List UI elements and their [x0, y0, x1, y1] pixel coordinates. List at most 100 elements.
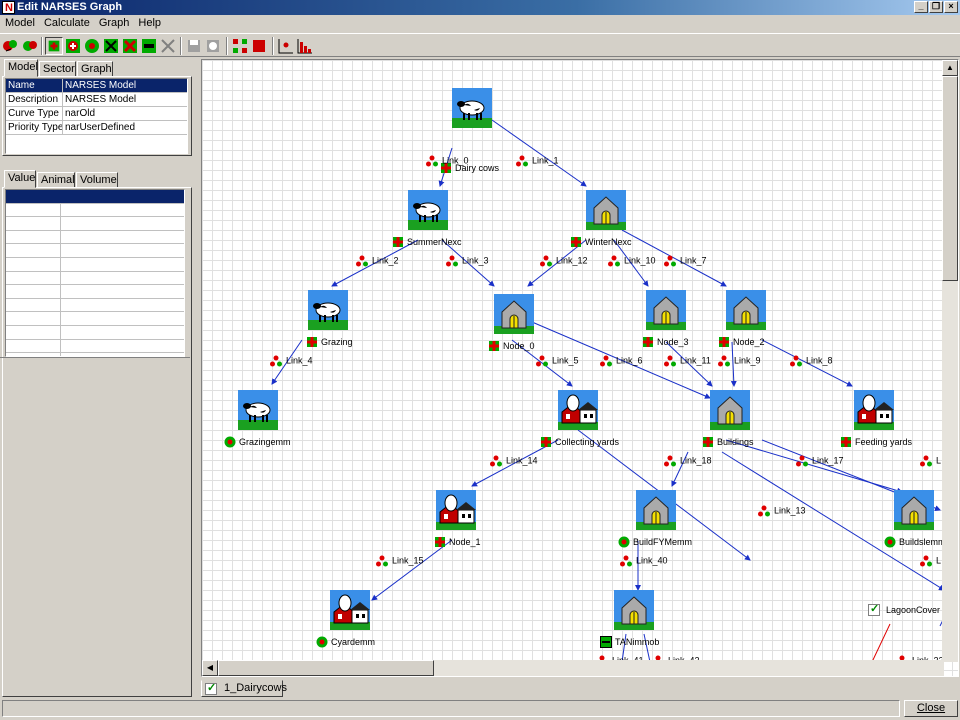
node-grazemm[interactable] [238, 390, 278, 430]
add-split-icon[interactable] [102, 37, 120, 55]
vertical-scrollbar[interactable]: ▲ [942, 60, 958, 662]
scroll-up-button[interactable]: ▲ [942, 60, 958, 76]
bar-chart-icon[interactable] [296, 37, 314, 55]
node-node3[interactable] [646, 290, 686, 330]
node-winter[interactable] [586, 190, 626, 230]
node-dairy[interactable] [452, 88, 492, 128]
property-value[interactable]: NARSES Model [62, 79, 136, 93]
node-grazing[interactable] [308, 290, 348, 330]
node-cyard[interactable] [330, 590, 370, 630]
table-row[interactable] [6, 326, 184, 340]
table-row[interactable] [6, 272, 184, 286]
value-grid[interactable] [5, 189, 185, 357]
node-collect[interactable] [558, 390, 598, 430]
link-item[interactable]: Link_11 [664, 355, 711, 367]
link-item[interactable]: Link_40 [620, 555, 668, 567]
scroll-left-button[interactable]: ◀ [202, 660, 218, 676]
node-node0[interactable] [494, 294, 534, 334]
link-item[interactable]: L [920, 455, 941, 467]
node-bfym[interactable] [636, 490, 676, 530]
tab-value[interactable]: Value [4, 170, 36, 188]
red-plus-icon[interactable] [488, 340, 500, 352]
link-item[interactable]: Link_10 [608, 255, 656, 267]
table-row[interactable] [6, 312, 184, 326]
link-item[interactable]: Link_17 [796, 455, 844, 467]
node-summer[interactable] [408, 190, 448, 230]
arrange-icon[interactable] [231, 37, 249, 55]
table-row[interactable] [6, 340, 184, 354]
close-window-button[interactable]: × [944, 1, 958, 13]
link-item[interactable]: Link_12 [540, 255, 588, 267]
menu-graph[interactable]: Graph [98, 17, 130, 29]
chart-point-icon[interactable] [277, 37, 295, 55]
red-plus-icon[interactable] [570, 236, 582, 248]
red-plus-icon[interactable] [392, 236, 404, 248]
add-cross-icon[interactable] [121, 37, 139, 55]
red-plus-icon[interactable] [642, 336, 654, 348]
link-item[interactable]: Link_9 [718, 355, 761, 367]
horizontal-scrollbar[interactable]: ◀ [202, 660, 944, 676]
vertical-scroll-thumb[interactable] [942, 76, 958, 281]
tab-volume[interactable]: Volume [76, 172, 118, 188]
property-value[interactable]: narUserDefined [62, 121, 135, 135]
node-feed[interactable] [854, 390, 894, 430]
red-plus-icon[interactable] [440, 162, 452, 174]
tab-animal[interactable]: Animal [37, 172, 75, 188]
tab-sector[interactable]: Sector [39, 61, 76, 77]
property-value[interactable]: narOld [62, 107, 95, 121]
link-item[interactable]: Link_14 [490, 455, 538, 467]
table-row[interactable] [6, 244, 184, 258]
link-item[interactable]: Link_1 [516, 155, 559, 167]
disk-icon[interactable] [185, 37, 203, 55]
graph-tab-1[interactable]: 1_Dairycows [201, 680, 287, 697]
table-row[interactable] [6, 285, 184, 299]
menu-help[interactable]: Help [138, 17, 162, 29]
link-item[interactable]: Link_7 [664, 255, 707, 267]
green-circle-icon[interactable] [884, 536, 896, 548]
tab-model[interactable]: Model [4, 59, 38, 77]
node-node2[interactable] [726, 290, 766, 330]
horizontal-scroll-thumb[interactable] [218, 660, 434, 676]
delete-icon[interactable] [159, 37, 177, 55]
record-icon[interactable] [204, 37, 222, 55]
add-emission-icon[interactable] [83, 37, 101, 55]
node-tanim[interactable] [614, 590, 654, 630]
green-minus-icon[interactable] [600, 636, 612, 648]
link-item[interactable]: Link_15 [376, 555, 424, 567]
link-item[interactable]: L [920, 555, 941, 567]
green-circle-icon[interactable] [618, 536, 630, 548]
table-row[interactable] [6, 204, 184, 218]
red-plus-icon[interactable] [702, 436, 714, 448]
tab-graph[interactable]: Graph [77, 61, 113, 77]
red-plus-icon[interactable] [718, 336, 730, 348]
table-row[interactable] [6, 231, 184, 245]
table-row[interactable] [6, 190, 184, 204]
link-item[interactable]: Link_13 [758, 505, 806, 517]
red-plus-icon[interactable] [840, 436, 852, 448]
close-button[interactable]: Close [904, 700, 958, 717]
link-item[interactable]: Link_5 [536, 355, 579, 367]
link-item[interactable]: Link_4 [270, 355, 313, 367]
link-item[interactable]: Link_6 [600, 355, 643, 367]
minimize-button[interactable]: _ [914, 1, 928, 13]
add-sink-icon[interactable] [140, 37, 158, 55]
node-bslem[interactable] [894, 490, 934, 530]
lagoon-cover-checkbox[interactable] [868, 602, 880, 616]
add-source-icon[interactable] [64, 37, 82, 55]
restore-button[interactable]: ❐ [929, 1, 943, 13]
property-value[interactable]: NARSES Model [62, 93, 136, 107]
red-plus-icon[interactable] [434, 536, 446, 548]
open-graph-icon[interactable] [2, 37, 20, 55]
green-circle-icon[interactable] [224, 436, 236, 448]
add-node-icon[interactable] [45, 37, 63, 55]
menu-model[interactable]: Model [5, 17, 35, 29]
link-item[interactable]: Link_2 [356, 255, 399, 267]
red-plus-icon[interactable] [540, 436, 552, 448]
link-item[interactable]: Link_0 [426, 155, 469, 167]
